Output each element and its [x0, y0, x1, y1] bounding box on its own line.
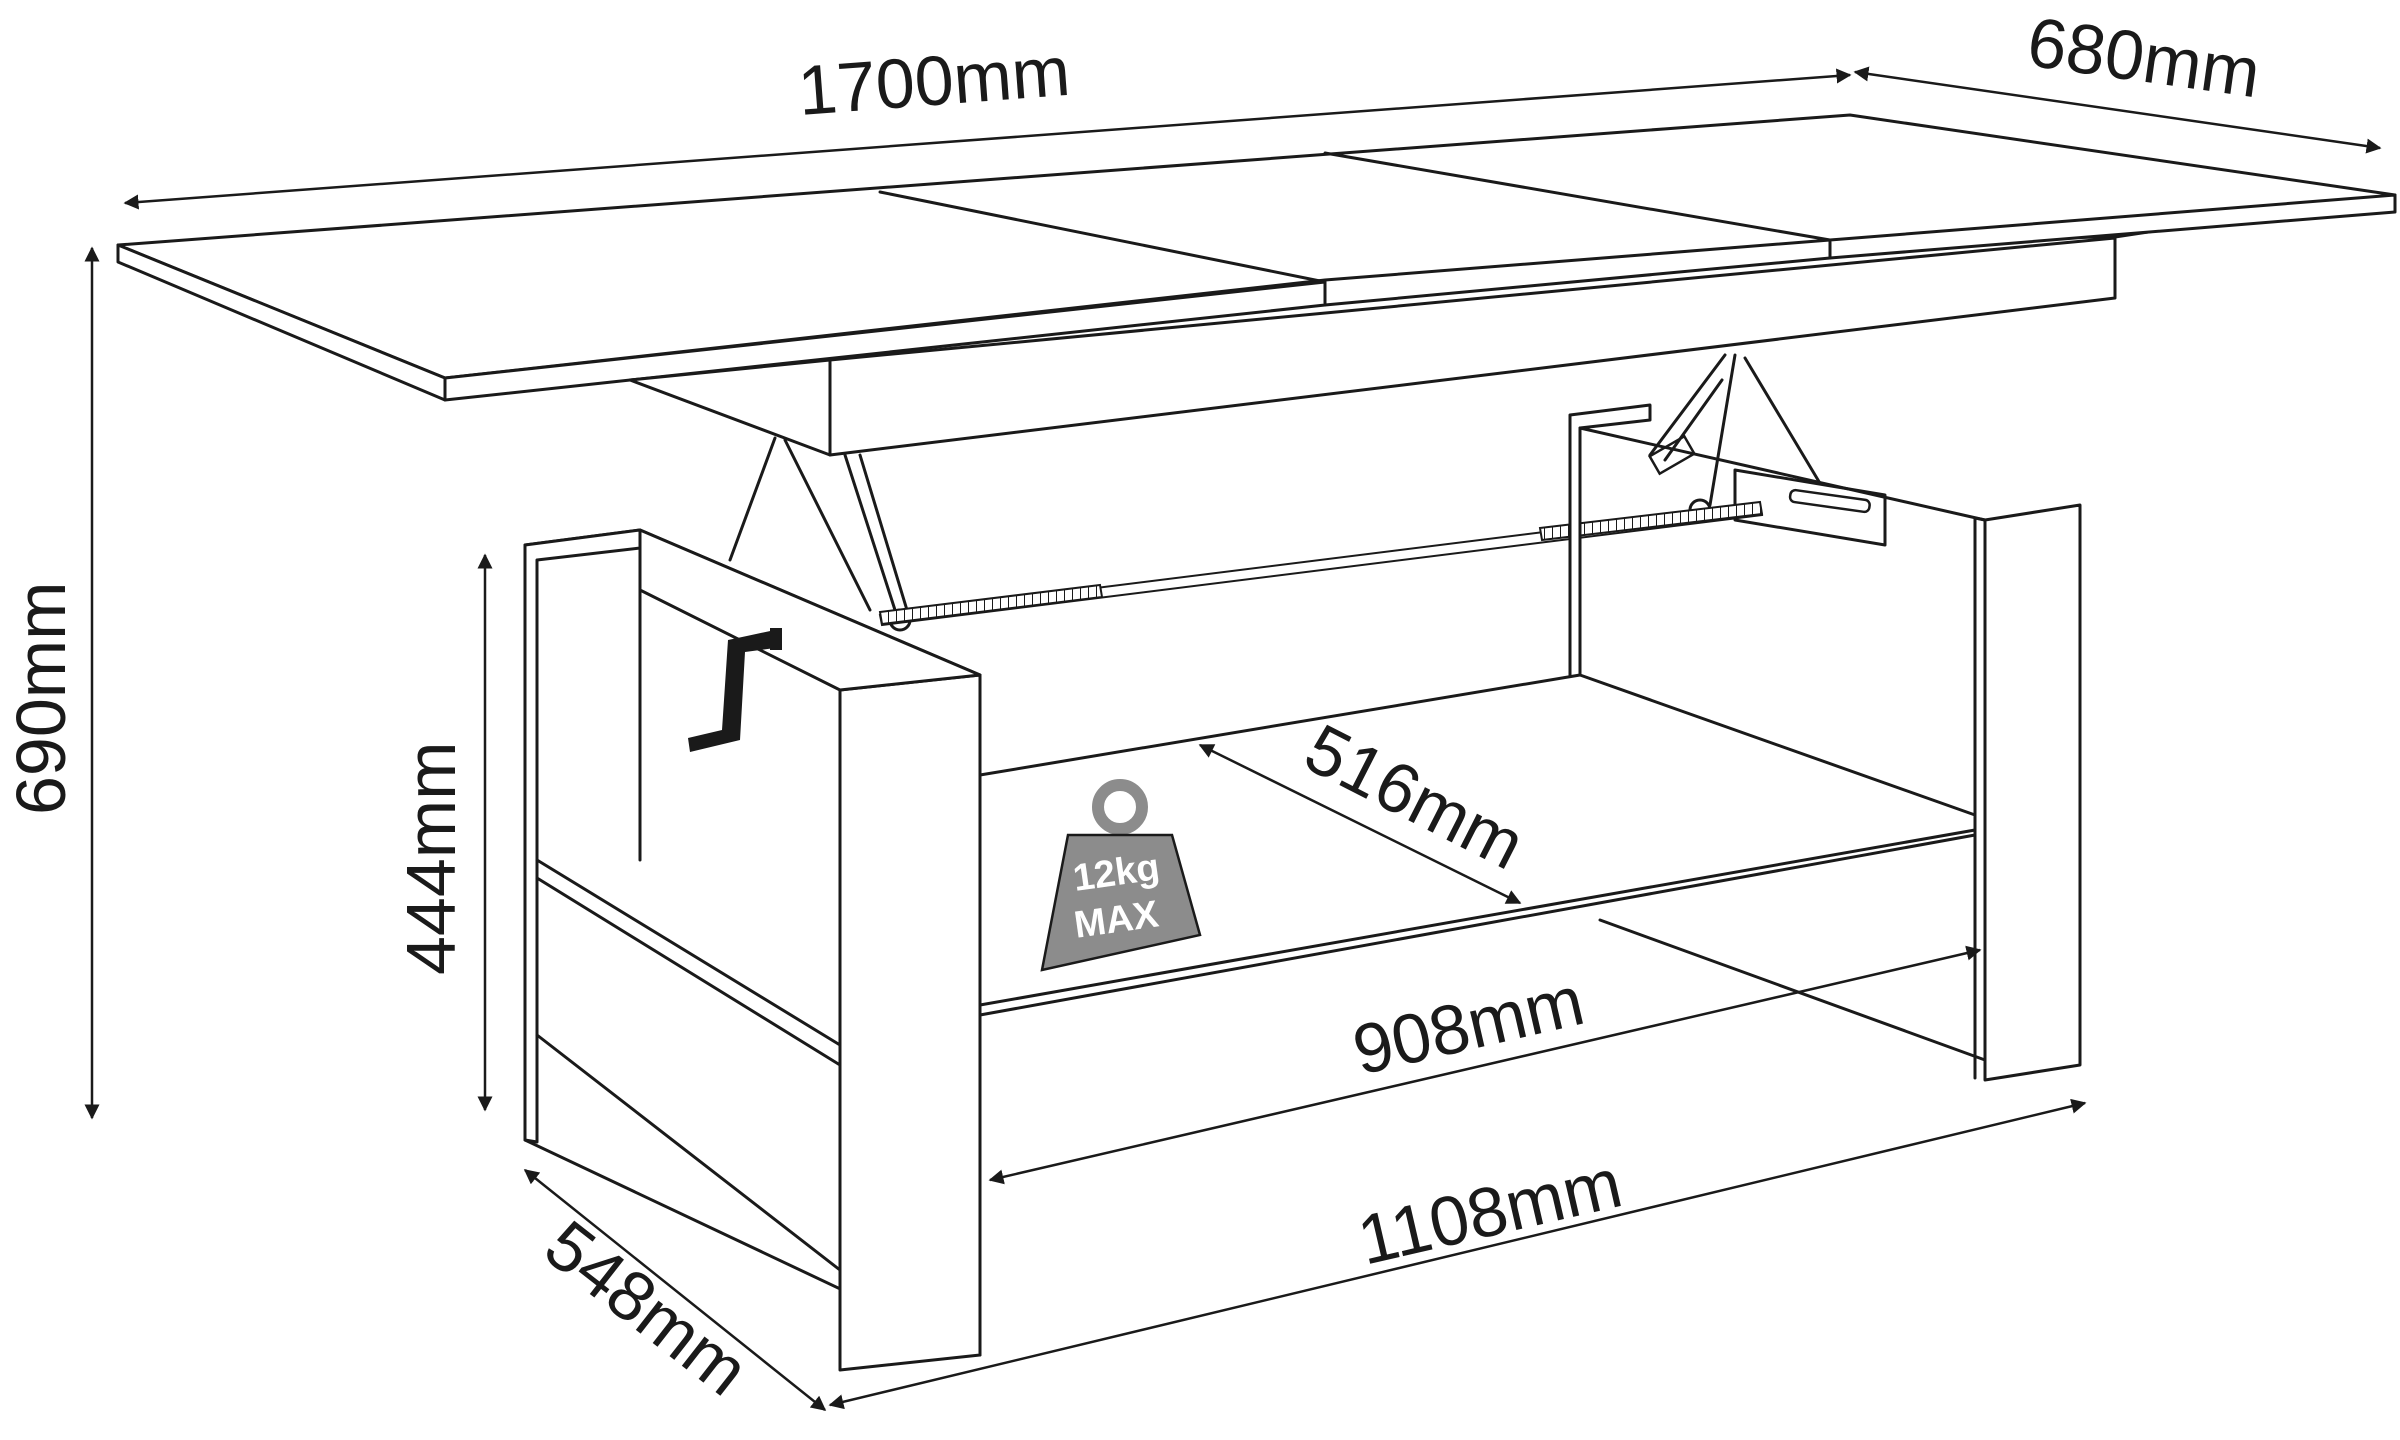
dim-label-base-width: 1108mm — [1351, 1144, 1629, 1280]
dim-label-width: 1700mm — [795, 32, 1072, 130]
dimension-height: 690mm — [2, 246, 100, 1120]
dim-label-shelf-width: 908mm — [1346, 961, 1591, 1090]
weight-icon: 12kg MAX — [1040, 779, 1202, 972]
dimension-base-width: 1108mm — [828, 1098, 2087, 1410]
right-leg — [1973, 503, 2082, 1082]
dim-label-height: 690mm — [2, 582, 80, 815]
dim-label-base-height: 444mm — [392, 742, 470, 975]
back-right-panel — [1568, 403, 1987, 684]
crank-handle-icon — [688, 628, 782, 752]
dim-label-depth: 680mm — [2023, 3, 2265, 113]
table-top — [116, 113, 2397, 457]
dimension-base-height: 444mm — [392, 553, 493, 1112]
threaded-rod — [878, 500, 1764, 627]
